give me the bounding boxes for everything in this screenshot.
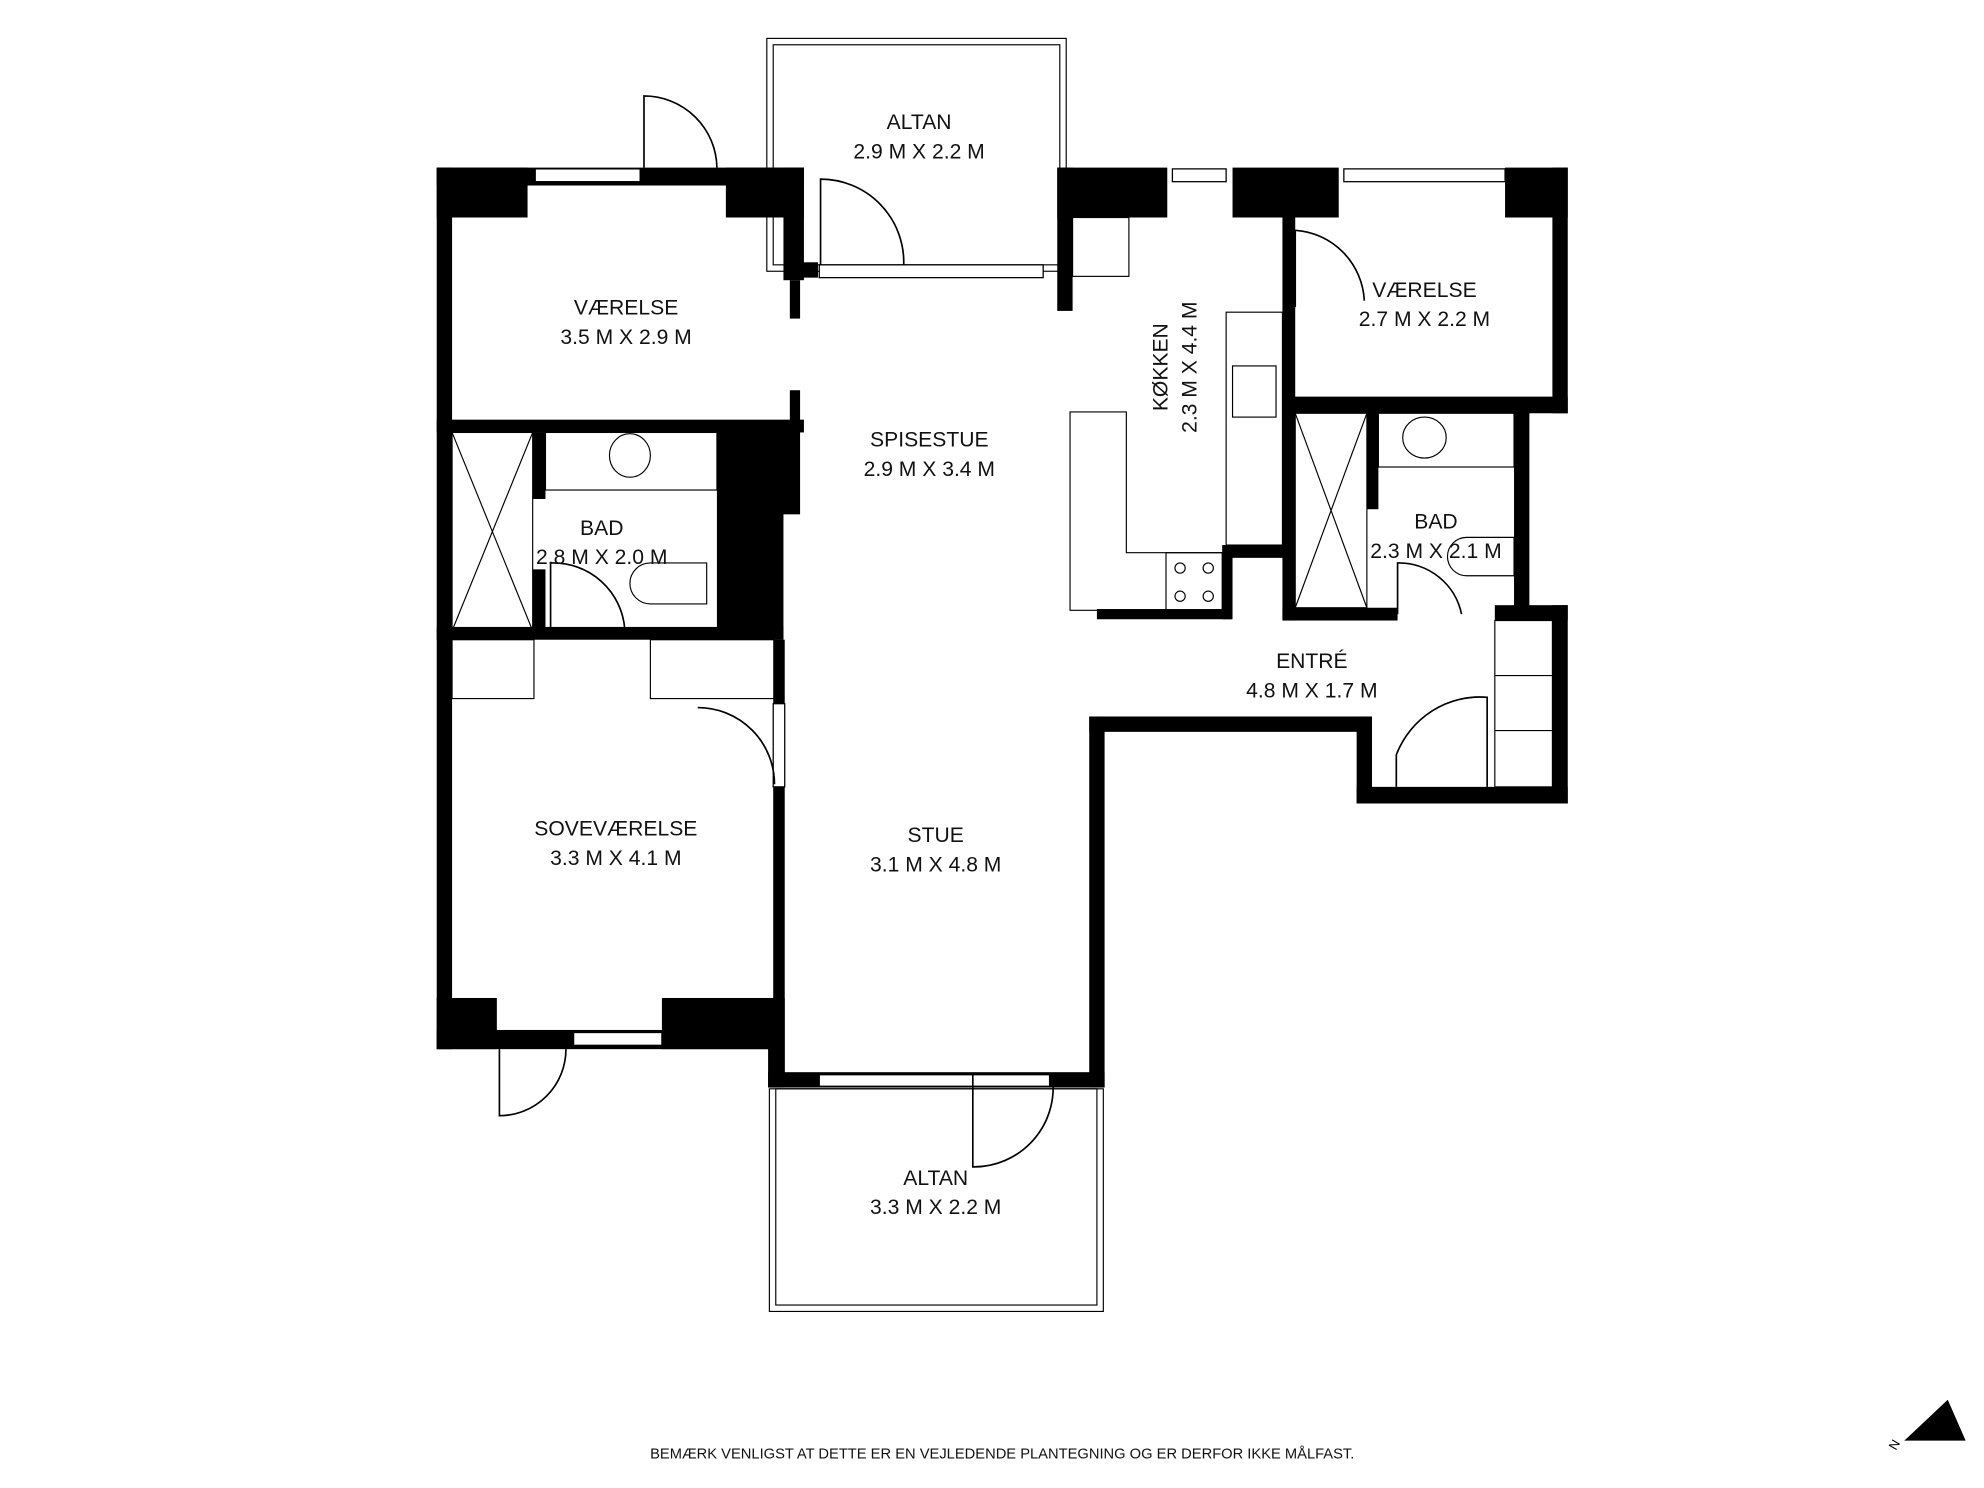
room-size: 2.9 M X 3.4 M bbox=[864, 458, 995, 481]
room-size: 2.3 M X 4.4 M bbox=[1179, 301, 1202, 432]
room-size: 4.8 M X 1.7 M bbox=[1246, 679, 1377, 702]
room-name: BAD bbox=[1414, 510, 1457, 533]
room-altan-bottom: ALTAN 3.3 M X 2.2 M bbox=[870, 1167, 1001, 1219]
room-name: VÆRELSE bbox=[574, 297, 678, 320]
north-arrow-icon: N bbox=[1885, 1399, 1966, 1452]
room-koekken: KØKKEN 2.3 M X 4.4 M bbox=[1149, 301, 1201, 432]
doors bbox=[498, 95, 1488, 1168]
room-sovevaerelse: SOVEVÆRELSE 3.3 M X 4.1 M bbox=[534, 817, 697, 869]
balcony-bottom bbox=[768, 1088, 1104, 1313]
room-name: VÆRELSE bbox=[1372, 279, 1476, 302]
room-name: ENTRÉ bbox=[1276, 650, 1348, 673]
room-name: SPISESTUE bbox=[870, 429, 988, 452]
room-entre: ENTRÉ 4.8 M X 1.7 M bbox=[1246, 650, 1377, 702]
disclaimer-text: BEMÆRK VENLIGST AT DETTE ER EN VEJLEDEND… bbox=[650, 1446, 1354, 1463]
room-name: STUE bbox=[908, 824, 964, 847]
room-name: ALTAN bbox=[887, 111, 952, 134]
room-size: 3.1 M X 4.8 M bbox=[870, 853, 1001, 876]
room-name: ALTAN bbox=[903, 1167, 968, 1190]
room-altan-top: ALTAN 2.9 M X 2.2 M bbox=[853, 111, 984, 163]
room-size: 2.9 M X 2.2 M bbox=[853, 141, 984, 164]
compass-label: N bbox=[1885, 1437, 1903, 1452]
room-size: 2.3 M X 2.1 M bbox=[1370, 540, 1501, 563]
room-vaerelse-left: VÆRELSE 3.5 M X 2.9 M bbox=[560, 297, 691, 349]
room-name: KØKKEN bbox=[1149, 323, 1172, 411]
windows bbox=[534, 168, 1506, 1087]
room-name: BAD bbox=[580, 517, 623, 540]
room-size: 3.3 M X 4.1 M bbox=[550, 847, 681, 870]
room-vaerelse-right: VÆRELSE 2.7 M X 2.2 M bbox=[1359, 279, 1490, 331]
room-size: 2.8 M X 2.0 M bbox=[536, 546, 667, 569]
room-bad-left: BAD 2.8 M X 2.0 M bbox=[536, 517, 667, 569]
fixtures bbox=[451, 216, 1553, 788]
room-stue: STUE 3.1 M X 4.8 M bbox=[870, 824, 1001, 876]
room-bad-right: BAD 2.3 M X 2.1 M bbox=[1370, 510, 1501, 562]
room-name: SOVEVÆRELSE bbox=[534, 817, 697, 840]
room-size: 3.5 M X 2.9 M bbox=[560, 326, 691, 349]
room-size: 3.3 M X 2.2 M bbox=[870, 1196, 1001, 1219]
room-size: 2.7 M X 2.2 M bbox=[1359, 308, 1490, 331]
room-spisestue: SPISESTUE 2.9 M X 3.4 M bbox=[864, 429, 995, 481]
